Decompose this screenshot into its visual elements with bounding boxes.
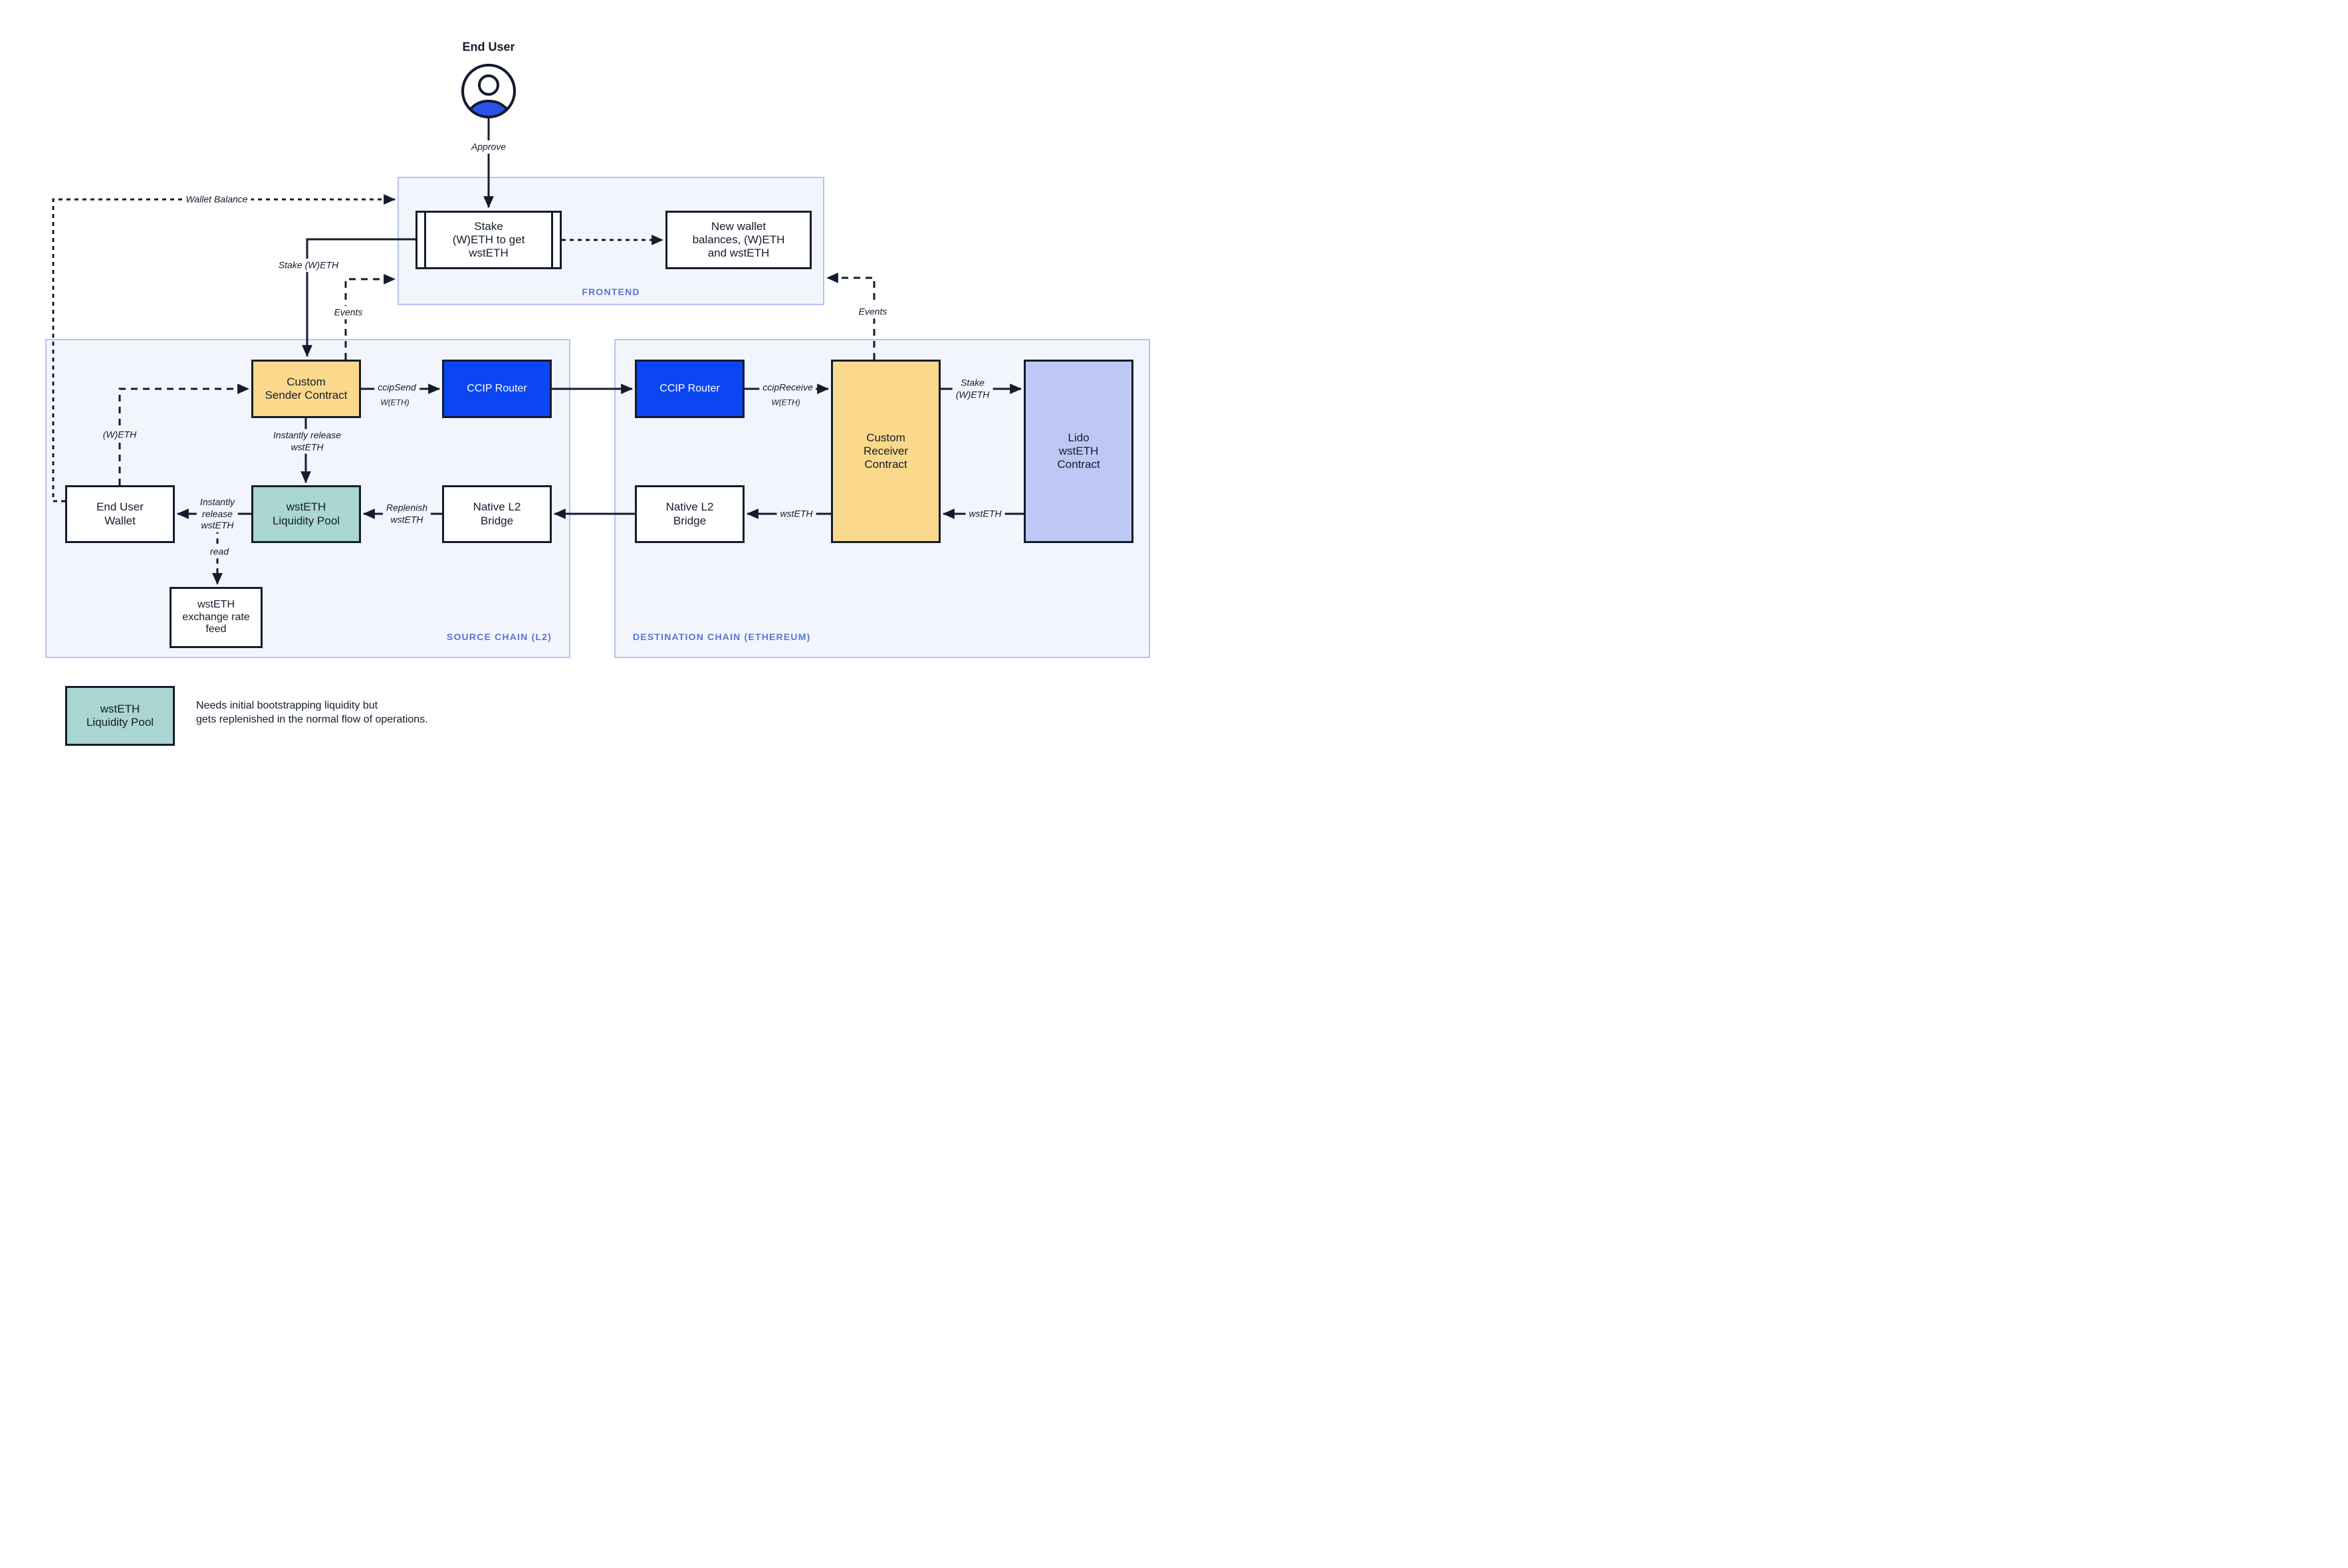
node-new-balances-label: New wallet balances, (W)ETH and wstETH bbox=[692, 219, 785, 260]
label-events-source: Events bbox=[330, 306, 366, 319]
edge-stake-weth bbox=[302, 238, 415, 358]
label-stake-weth: Stake (W)ETH bbox=[275, 259, 342, 272]
edge-events-source bbox=[344, 274, 396, 360]
label-ccip-receive: ccipReceive bbox=[759, 381, 816, 394]
node-liquidity-pool-label: wstETH Liquidity Pool bbox=[272, 501, 340, 527]
node-ccip-router-source-label: CCIP Router bbox=[467, 382, 527, 394]
node-custom-receiver: Custom Receiver Contract bbox=[831, 360, 941, 543]
node-native-bridge-destination: Native L2 Bridge bbox=[635, 485, 745, 543]
node-custom-sender-label: Custom Sender Contract bbox=[265, 375, 348, 401]
source-chain-zone-label: SOURCE CHAIN (L2) bbox=[446, 631, 552, 642]
label-ccip-receive-token: W(ETH) bbox=[769, 397, 802, 408]
label-approve: Approve bbox=[467, 140, 510, 154]
node-new-balances: New wallet balances, (W)ETH and wstETH bbox=[665, 211, 812, 269]
node-custom-sender: Custom Sender Contract bbox=[251, 360, 361, 418]
label-wsteth-to-bridge: wstETH bbox=[776, 507, 816, 520]
frontend-zone-label: FRONTEND bbox=[582, 286, 640, 297]
destination-chain-zone-label: DESTINATION CHAIN (ETHEREUM) bbox=[633, 631, 811, 642]
legend-note: Needs initial bootstrapping liquidity bu… bbox=[196, 700, 428, 726]
node-ccip-router-destination-label: CCIP Router bbox=[659, 382, 720, 394]
node-native-bridge-source-label: Native L2 Bridge bbox=[473, 501, 521, 527]
connector-lines bbox=[52, 118, 1024, 586]
legend-swatch: wstETH Liquidity Pool bbox=[65, 686, 175, 746]
node-rate-feed-label: wstETH exchange rate feed bbox=[182, 598, 250, 635]
diagram-stage: FRONTEND SOURCE CHAIN (L2) DESTINATION C… bbox=[0, 0, 1174, 784]
label-wallet-balance: Wallet Balance bbox=[182, 193, 251, 206]
label-instant-release-wallet: Instantly release wstETH bbox=[196, 495, 239, 532]
label-events-destination: Events bbox=[855, 305, 891, 318]
legend-swatch-label: wstETH Liquidity Pool bbox=[86, 702, 154, 728]
node-lido-contract-label: Lido wstETH Contract bbox=[1057, 431, 1100, 471]
node-ccip-router-source: CCIP Router bbox=[442, 360, 552, 418]
node-liquidity-pool: wstETH Liquidity Pool bbox=[251, 485, 361, 543]
end-user-title: End User bbox=[462, 40, 515, 54]
node-ccip-router-destination: CCIP Router bbox=[635, 360, 745, 418]
label-read: read bbox=[206, 545, 233, 558]
node-lido-contract: Lido wstETH Contract bbox=[1024, 360, 1133, 543]
label-ccip-send-token: W(ETH) bbox=[378, 397, 411, 408]
end-user-icon bbox=[461, 64, 516, 118]
label-stake-weth-destination: Stake (W)ETH bbox=[952, 376, 993, 401]
node-stake-action-label: Stake (W)ETH to get wstETH bbox=[452, 219, 525, 260]
label-instant-release-pool: Instantly release wstETH bbox=[270, 429, 344, 454]
edge-events-destination bbox=[826, 273, 876, 360]
node-rate-feed: wstETH exchange rate feed bbox=[170, 587, 263, 648]
label-ccip-send: ccipSend bbox=[374, 381, 419, 394]
label-weth: (W)ETH bbox=[99, 428, 140, 441]
label-replenish: Replenish wstETH bbox=[382, 501, 431, 526]
edge-weth bbox=[118, 384, 250, 485]
label-wsteth-from-lido: wstETH bbox=[965, 507, 1005, 520]
node-end-user-wallet-label: End User Wallet bbox=[96, 501, 144, 527]
node-end-user-wallet: End User Wallet bbox=[65, 485, 175, 543]
node-custom-receiver-label: Custom Receiver Contract bbox=[863, 431, 909, 471]
node-native-bridge-source: Native L2 Bridge bbox=[442, 485, 552, 543]
node-native-bridge-destination-label: Native L2 Bridge bbox=[665, 501, 714, 527]
node-stake-action: Stake (W)ETH to get wstETH bbox=[415, 211, 562, 269]
edge-wallet-balance bbox=[52, 194, 396, 503]
